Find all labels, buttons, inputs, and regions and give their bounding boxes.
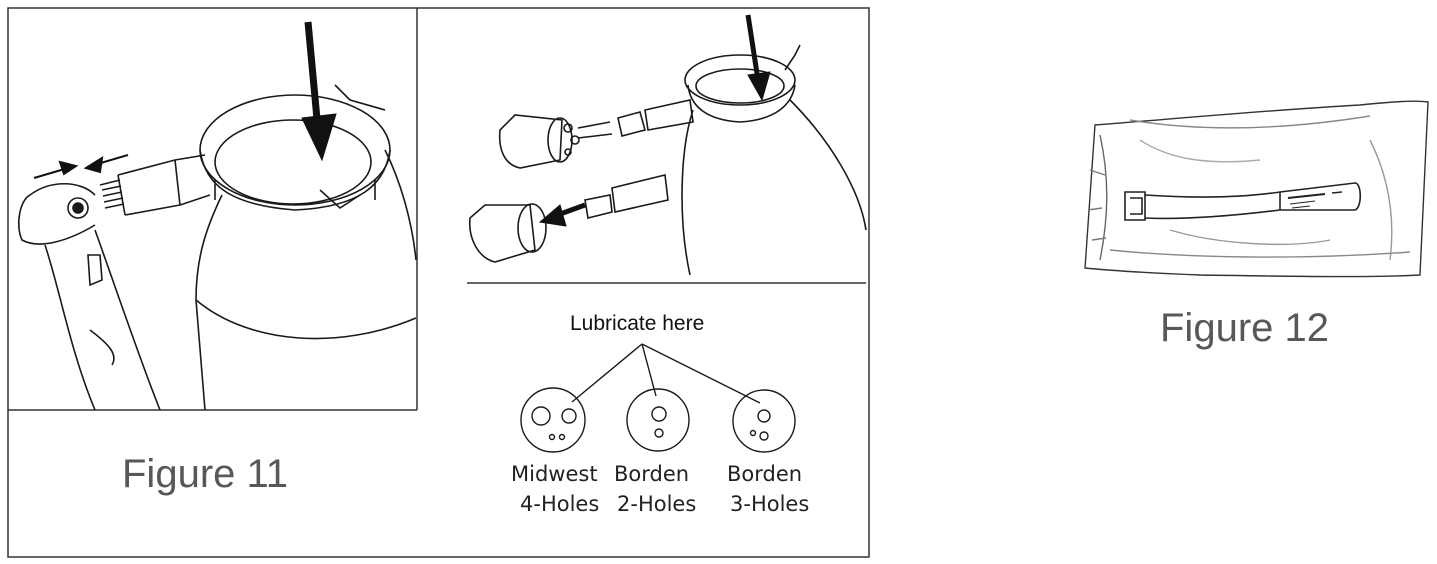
borden-2-holes-diagram: [626, 388, 690, 452]
left-lubricant-can: [195, 84, 417, 411]
handpiece-in-pouch: [1124, 182, 1362, 221]
connector-lower: [469, 174, 669, 263]
hole-type-name: Midwest: [511, 462, 598, 486]
hole-diagrams: [520, 343, 796, 453]
hole-type-count: 2-Holes: [617, 492, 697, 516]
figure-11-frame: [7, 7, 870, 558]
lubricate-here-label: Lubricate here: [570, 312, 705, 335]
hole-type-count: 3-Holes: [730, 492, 810, 516]
figure-12-illustration: [1084, 100, 1429, 278]
figure-11-caption: Figure 11: [122, 452, 289, 496]
hole-type-count: 4-Holes: [520, 492, 600, 516]
figure-11-illustration: [7, 7, 870, 558]
push-arrows: [33, 154, 129, 179]
midwest-4-holes-diagram: [520, 387, 586, 453]
hole-type-name: Borden: [614, 462, 690, 486]
remove-arrow: [538, 202, 586, 227]
figure-12-caption: Figure 12: [1160, 306, 1329, 350]
insert-arrow-right: [745, 14, 771, 102]
connector-upper: [498, 99, 694, 169]
right-lubricant-can: [681, 44, 867, 276]
borden-3-holes-diagram: [732, 389, 796, 453]
hole-type-name: Borden: [727, 462, 803, 486]
left-handpiece: [18, 154, 211, 411]
insert-arrow-left: [301, 21, 337, 162]
sterilization-pouch: [1084, 100, 1429, 278]
